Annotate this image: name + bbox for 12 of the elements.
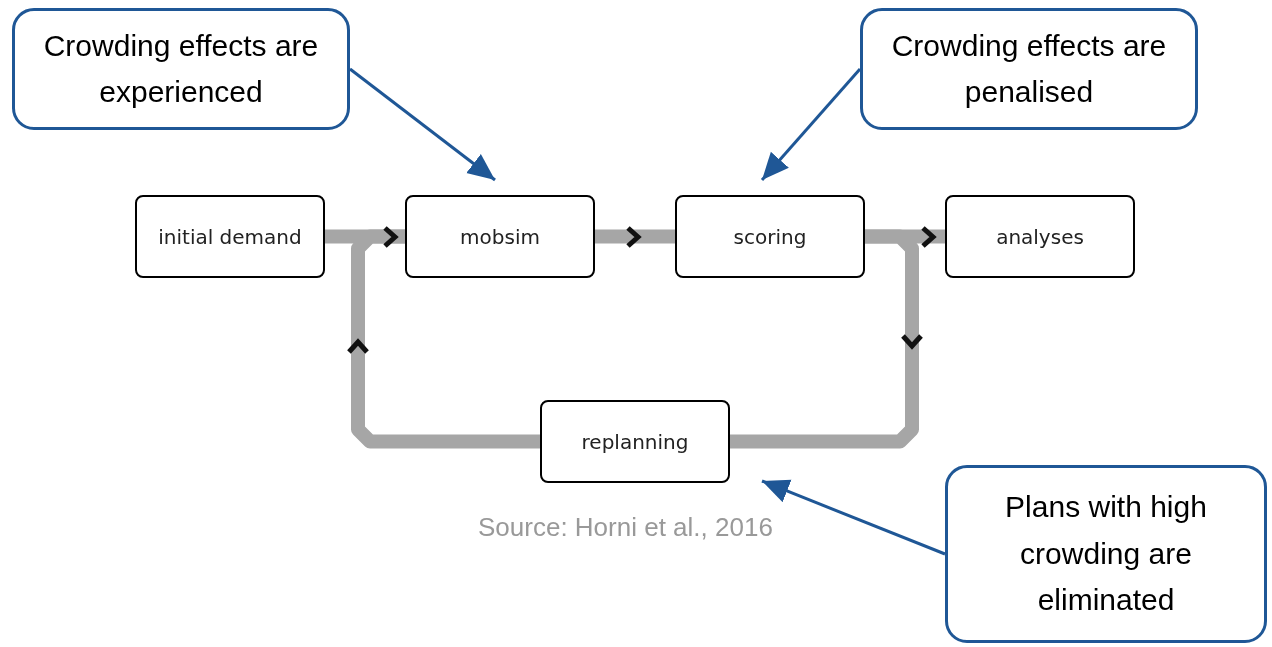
- leader-arrow: [761, 479, 946, 556]
- callout-box: Crowding effects are experienced: [12, 8, 350, 130]
- leader-arrow: [349, 67, 496, 182]
- process-box: replanning: [540, 400, 730, 483]
- callout-box: Plans with high crowding are eliminated: [945, 465, 1267, 643]
- callout-box: Crowding effects are penalised: [860, 8, 1198, 130]
- process-box: scoring: [675, 195, 865, 278]
- process-box: mobsim: [405, 195, 595, 278]
- process-box: initial demand: [135, 195, 325, 278]
- leader-arrow: [760, 68, 862, 181]
- process-box: analyses: [945, 195, 1135, 278]
- source-note: Source: Horni et al., 2016: [478, 511, 773, 544]
